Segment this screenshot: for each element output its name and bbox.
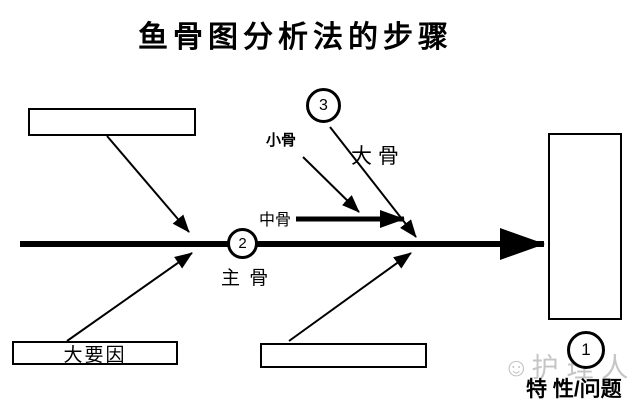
bottom-left-category-arrow (66, 252, 193, 342)
step-number-1: 1 (581, 340, 591, 359)
main-cause-label: 大要因 (63, 344, 127, 366)
category-box-top-left (28, 108, 196, 136)
page-title: 鱼骨图分析法的步骤 (138, 21, 453, 54)
category-box-bottom-middle (260, 343, 427, 368)
bottom-middle-category-arrow (288, 252, 412, 342)
step-circle-2: 2 (227, 228, 258, 259)
main-bone-label: 主 骨 (221, 268, 271, 289)
small-bone-arrow (302, 156, 360, 213)
small-bone-label: 小骨 (266, 132, 297, 149)
step-circle-1: 1 (567, 331, 605, 369)
big-bone-arrow (329, 126, 417, 238)
effect-box (548, 133, 622, 320)
big-bone-label: 大 骨 (351, 145, 399, 168)
top-left-category-arrow (106, 135, 190, 233)
step-number-3: 3 (319, 96, 328, 114)
smiley-face-icon: ☺ (503, 352, 530, 382)
category-box-main-cause: 大要因 (12, 341, 178, 366)
middle-bone-label: 中骨 (259, 212, 292, 229)
step-circle-3: 3 (306, 88, 341, 123)
effect-label: 特 性/问题 (526, 378, 622, 401)
step-number-2: 2 (238, 235, 247, 252)
